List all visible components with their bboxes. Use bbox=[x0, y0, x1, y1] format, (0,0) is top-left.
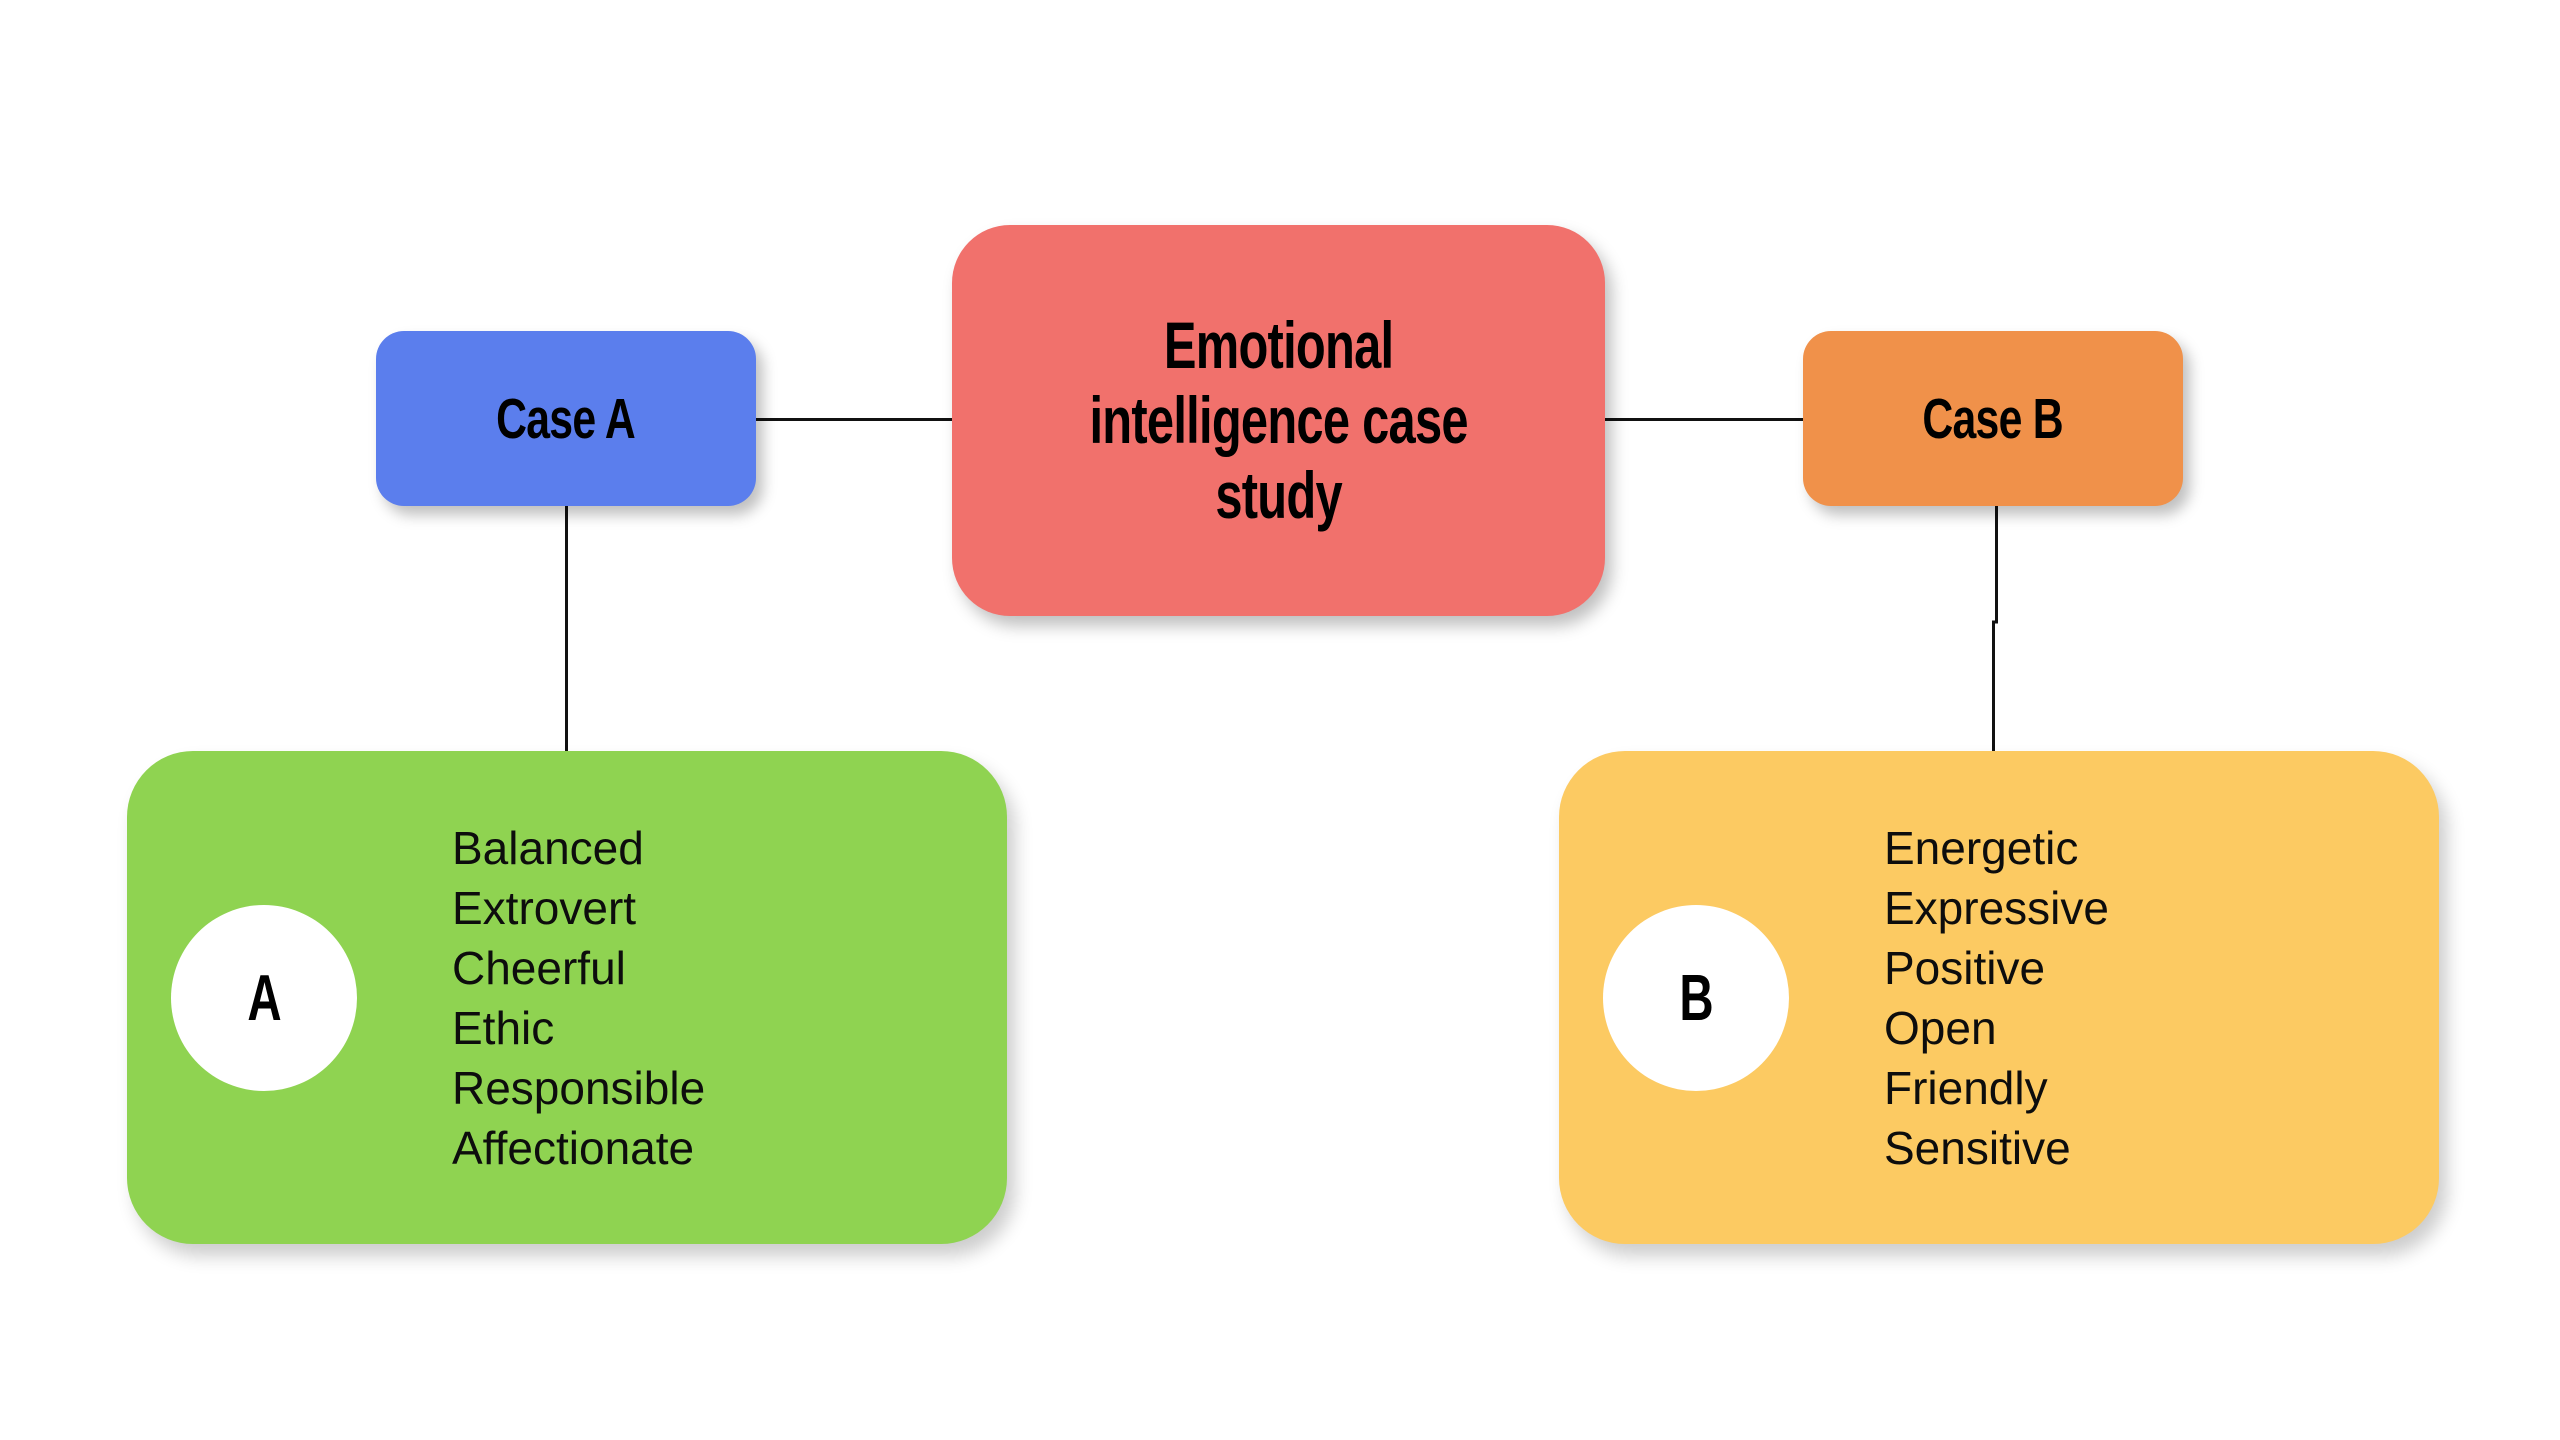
trait-item: Responsible bbox=[452, 1061, 706, 1114]
case-b-label: Case B bbox=[1922, 386, 2064, 451]
badge-a-circle: A bbox=[171, 904, 357, 1091]
case-b-node: Case B bbox=[1803, 331, 2183, 506]
trait-item: Cheerful bbox=[452, 941, 626, 994]
badge-a-letter: A bbox=[246, 961, 282, 1034]
trait-item: Balanced bbox=[452, 821, 644, 874]
badge-b-circle: B bbox=[1603, 904, 1789, 1091]
diagram-title: Emotional intelligence case study bbox=[1089, 308, 1468, 532]
case-a-node: Case A bbox=[376, 331, 756, 506]
case-a-label: Case A bbox=[496, 386, 637, 451]
trait-item: Energetic bbox=[1884, 821, 2079, 874]
trait-item: Open bbox=[1884, 1001, 1997, 1054]
center-node: Emotional intelligence case study bbox=[952, 225, 1605, 616]
trait-item: Positive bbox=[1884, 941, 2046, 994]
traits-b-list: Energetic Expressive Positive Open Frien… bbox=[1884, 818, 2109, 1178]
traits-b-node: B Energetic Expressive Positive Open Fri… bbox=[1559, 751, 2439, 1244]
trait-item: Friendly bbox=[1884, 1061, 2048, 1114]
traits-a-list: Balanced Extrovert Cheerful Ethic Respon… bbox=[452, 818, 705, 1178]
traits-a-node: A Balanced Extrovert Cheerful Ethic Resp… bbox=[127, 751, 1007, 1244]
trait-item: Extrovert bbox=[452, 881, 637, 934]
trait-item: Expressive bbox=[1884, 881, 2109, 934]
trait-item: Ethic bbox=[452, 1001, 555, 1054]
badge-b-letter: B bbox=[1678, 961, 1714, 1034]
trait-item: Affectionate bbox=[452, 1121, 695, 1174]
edge-case-b-to-traits-b bbox=[1992, 506, 1998, 752]
trait-item: Sensitive bbox=[1884, 1121, 2071, 1174]
